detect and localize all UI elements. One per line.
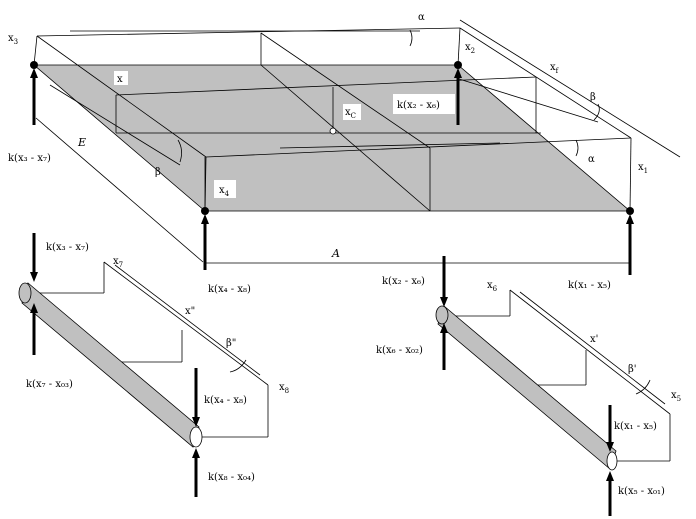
force-k-x4-x8-top: k(x₄ - x₈) [208, 284, 251, 295]
label-box-x [114, 71, 128, 85]
node-centre [329, 127, 337, 135]
label-xp: x' [590, 334, 598, 345]
force-k-x2-x6-top: k(x₂ - x₆) [397, 100, 440, 111]
force-k-x1-x5-right: k(x₁ - x₅) [614, 421, 657, 432]
displaced-frame [36, 19, 681, 158]
angle-marks [177, 29, 651, 395]
label-x6: x6 [487, 280, 498, 293]
body-plate [32, 64, 632, 212]
label-x1: x1 [638, 162, 648, 175]
corner-displacement-lines [33, 27, 632, 212]
label-xf: xf [550, 62, 560, 75]
node-x3 [30, 61, 38, 69]
label-beta-pp: β" [226, 338, 236, 349]
force-k-x6-x02: k(x₆ - x₀₂) [376, 345, 423, 356]
label-alpha-top: α [418, 12, 425, 23]
label-x7: x7 [113, 256, 123, 269]
left-axle [18, 233, 269, 497]
dimension-E [35, 117, 204, 263]
label-x2: x2 [465, 42, 475, 55]
right-axle [435, 256, 671, 516]
label-E: E [77, 136, 86, 149]
label-x3: x3 [8, 33, 18, 46]
force-k-x3-x7: k(x₃ - x₇) [8, 153, 51, 164]
label-x5: x5 [671, 390, 681, 403]
force-k-x7-x03: k(x₇ - x₀₃) [26, 379, 73, 390]
label-beta-left: β [155, 167, 161, 178]
node-x1 [626, 207, 634, 215]
force-k-x1-x5-top: k(x₁ - x₅) [568, 280, 611, 291]
node-x2 [454, 61, 462, 69]
force-k-x8-x04: k(x₈ - x₀₄) [208, 472, 255, 483]
force-k-x4-x8-left: k(x₄ - x₈) [204, 395, 247, 406]
plate-force-arrows [30, 68, 634, 275]
force-k-x5-x01: k(x₅ - x₀₁) [618, 486, 665, 497]
label-x4: x4 [219, 185, 230, 198]
force-k-x2-x6-mid: k(x₂ - x₆) [382, 276, 425, 287]
label-box-x4 [214, 180, 236, 198]
label-beta-right: β [590, 92, 596, 103]
label-x-small: x [117, 74, 123, 85]
label-beta-p: β' [628, 364, 637, 375]
label-A: A [331, 247, 340, 260]
label-box-xc [343, 104, 361, 120]
force-k-x3-x7-left: k(x₃ - x₇) [46, 242, 89, 253]
node-x4 [201, 207, 209, 215]
label-x8: x8 [279, 382, 289, 395]
label-xpp: x" [185, 306, 195, 317]
label-box-k26 [393, 94, 455, 114]
label-alpha-right: α [588, 154, 595, 165]
plate-centre-lines [49, 33, 541, 212]
label-xc: xC [345, 107, 356, 120]
